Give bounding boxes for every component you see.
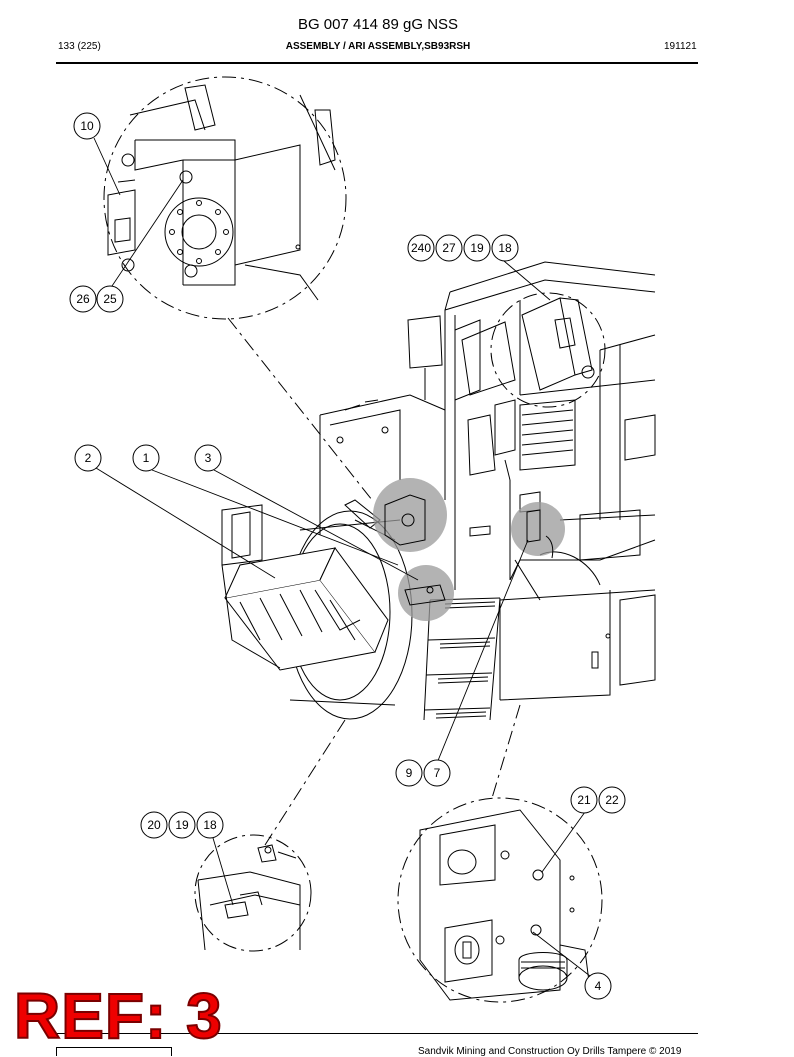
callout-2: 2 (74, 444, 102, 472)
callout-240: 240 (407, 234, 435, 262)
callout-label: 27 (442, 241, 456, 255)
callout-18: 18 (491, 234, 519, 262)
callout-19: 19 (463, 234, 491, 262)
callout-label: 4 (595, 979, 602, 993)
callout-label: 22 (605, 793, 619, 807)
callout-label: 26 (76, 292, 90, 306)
header-rule (56, 62, 698, 64)
callout-label: 19 (470, 241, 484, 255)
callout-label: 25 (103, 292, 117, 306)
page-number: 133 (225) (58, 41, 101, 52)
footer-copyright: Sandvik Mining and Construction Oy Drill… (418, 1046, 682, 1057)
callout-18: 18 (196, 811, 224, 839)
machine-main (221, 261, 656, 721)
callout-label: 21 (577, 793, 591, 807)
callout-label: 18 (203, 818, 217, 832)
reference-stamp: REF: 3 (13, 980, 223, 1052)
callout-20: 20 (140, 811, 168, 839)
callout-label: 19 (175, 818, 189, 832)
callout-27: 27 (435, 234, 463, 262)
callout-label: 20 (147, 818, 161, 832)
detail-view-top (103, 76, 347, 320)
detail-view-bottom-left (194, 834, 312, 952)
callout-26: 26 (69, 285, 97, 313)
callout-1: 1 (132, 444, 160, 472)
callout-label: 240 (411, 241, 431, 255)
footer-rule (56, 1033, 698, 1034)
callout-22: 22 (598, 786, 626, 814)
date-code: 191121 (664, 41, 697, 52)
callout-9: 9 (395, 759, 423, 787)
callout-label: 1 (143, 451, 150, 465)
callout-25: 25 (96, 285, 124, 313)
logo-fragment (56, 1047, 172, 1056)
callout-21: 21 (570, 786, 598, 814)
document-title: BG 007 414 89 gG NSS (297, 16, 459, 33)
callout-3: 3 (194, 444, 222, 472)
callout-4: 4 (584, 972, 612, 1000)
callout-label: 9 (406, 766, 413, 780)
callout-7: 7 (423, 759, 451, 787)
section-title: ASSEMBLY / ARI ASSEMBLY,SB93RSH (285, 41, 471, 52)
callout-label: 3 (205, 451, 212, 465)
callout-label: 10 (80, 119, 94, 133)
callout-label: 18 (498, 241, 512, 255)
callout-19: 19 (168, 811, 196, 839)
callout-label: 7 (434, 766, 441, 780)
detail-view-bottom-right (397, 797, 603, 1003)
callout-10: 10 (73, 112, 101, 140)
leader-lines (93, 137, 591, 977)
callout-label: 2 (85, 451, 92, 465)
